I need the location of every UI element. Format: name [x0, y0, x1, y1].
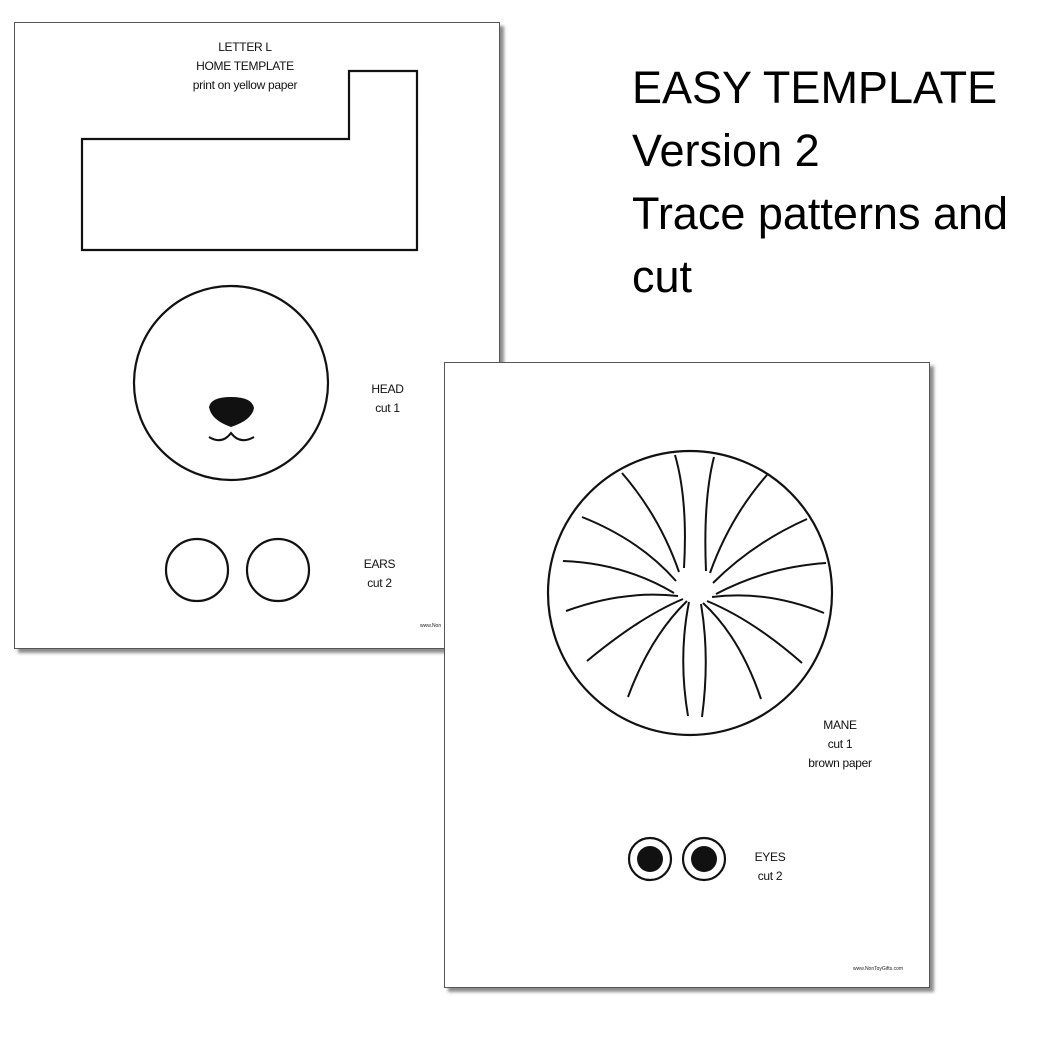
eyes-label: EYES cut 2: [745, 848, 795, 886]
label-line: EARS: [363, 557, 396, 571]
title-line: LETTER L: [218, 40, 272, 54]
mane-label: MANE cut 1 brown paper: [800, 716, 880, 773]
title-line: HOME TEMPLATE: [196, 59, 294, 73]
label-line: cut 2: [367, 576, 392, 590]
label-line: cut 1: [827, 737, 853, 751]
site-url: www.Non: [420, 623, 442, 629]
heading-line: Version 2: [632, 125, 820, 176]
head-label: HEAD cut 1: [360, 380, 415, 418]
label-line: cut 1: [375, 401, 400, 415]
label-line: brown paper: [808, 756, 872, 770]
site-url: www.NonToyGifts.com: [853, 966, 904, 972]
heading-line: Trace patterns and: [632, 188, 1009, 239]
label-line: EYES: [754, 850, 786, 864]
template-page-mane: [444, 362, 930, 988]
label-line: HEAD: [371, 382, 404, 396]
template-page-letter-l: [14, 22, 500, 649]
heading: EASY TEMPLATE Version 2 Trace patterns a…: [632, 56, 1008, 308]
title-line: print on yellow paper: [192, 78, 298, 92]
page1-title: LETTER L HOME TEMPLATE print on yellow p…: [170, 38, 320, 95]
label-line: cut 2: [757, 869, 783, 883]
heading-line: EASY TEMPLATE: [632, 62, 998, 113]
ears-label: EARS cut 2: [352, 555, 407, 593]
heading-line: cut: [632, 251, 693, 302]
label-line: MANE: [823, 718, 857, 732]
